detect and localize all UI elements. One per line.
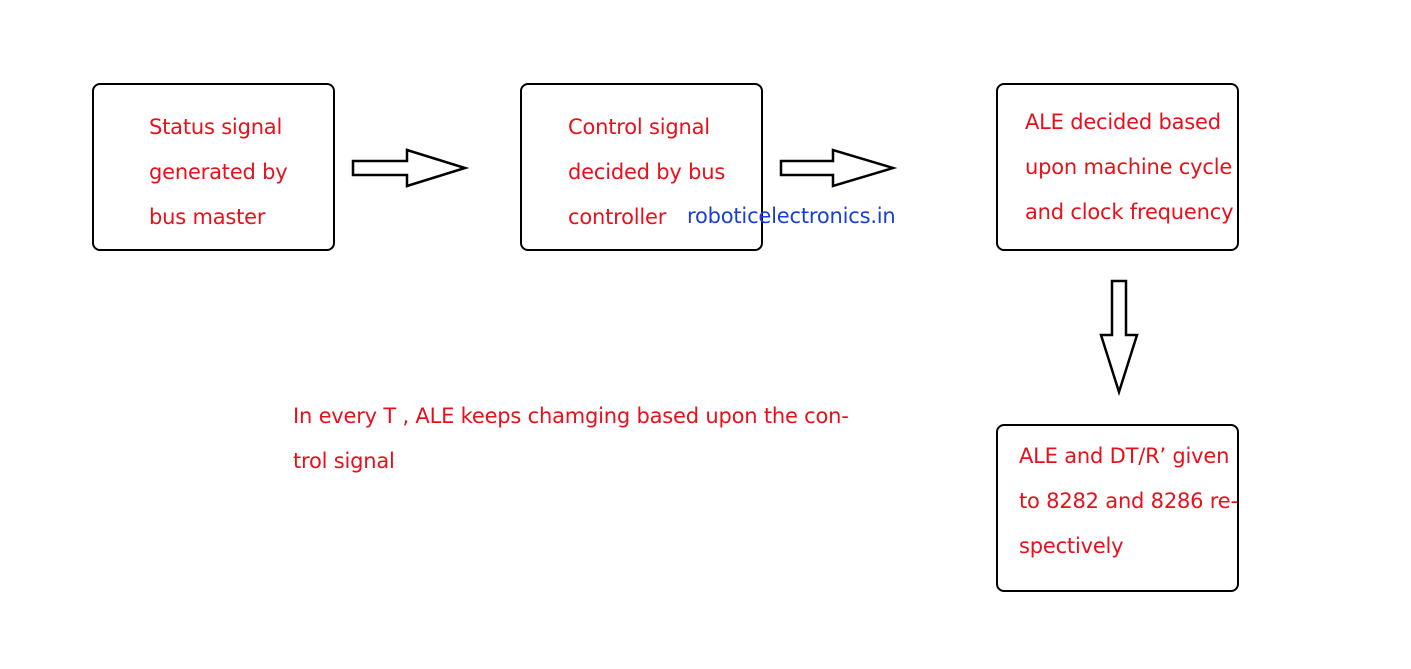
ale-given-box: [996, 424, 1239, 592]
note-text: In every T , ALE keeps chamging based up…: [293, 404, 849, 473]
ale-decided-box: [996, 83, 1239, 251]
control-signal-text: Control signal decided by bus controller: [568, 115, 726, 229]
ale-given-text: ALE and DT/R’ given to 8282 and 8286 re-…: [1019, 444, 1238, 558]
status-signal-text: Status signal generated by bus master: [149, 115, 288, 229]
down-arrow-icon: [1099, 279, 1139, 397]
control-signal-box: [520, 83, 763, 251]
ale-decided-text: ALE decided based upon machine cycle and…: [1025, 110, 1234, 224]
right-arrow-icon: [351, 148, 470, 188]
right-arrow-icon: [779, 148, 898, 188]
status-signal-box: [92, 83, 335, 251]
watermark: roboticelectronics.in: [687, 204, 896, 228]
